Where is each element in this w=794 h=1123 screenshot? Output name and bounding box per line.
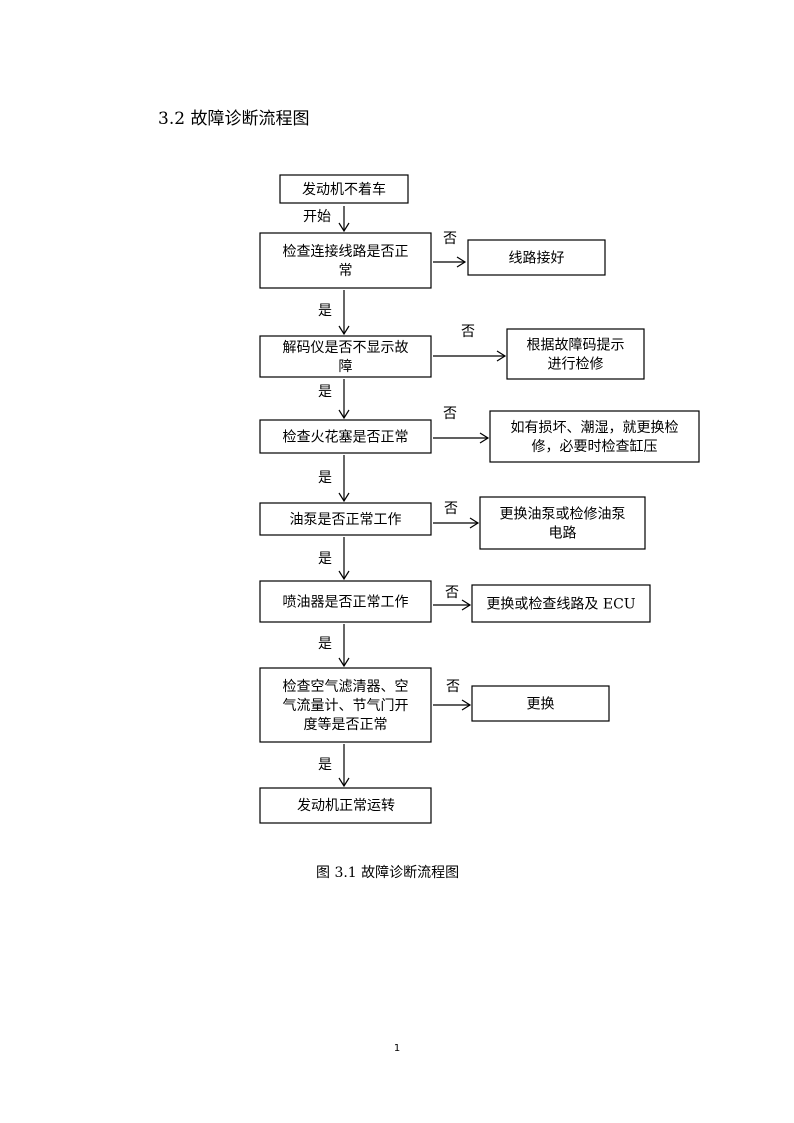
fix-box-2-line-2: 进行检修 [548,357,604,373]
yes-label-5: 是 [318,636,332,652]
check-box-5 [259,580,432,623]
no-label-5: 否 [445,585,459,601]
fix-box-6 [471,685,610,722]
fix-box-4-line-2: 电路 [549,526,577,542]
check-box-5-line-1: 喷油器是否正常工作 [283,595,409,611]
yes-arrow-head-3 [338,492,350,503]
check-box-4 [259,502,432,536]
end-box-text: 发动机正常运转 [297,798,395,814]
yes-arrow-head-5 [338,657,350,668]
check-box-1-line-1: 检查连接线路是否正 [283,243,409,260]
no-label-3: 否 [443,406,457,422]
fix-box-3-line-2: 修，必要时检查缸压 [532,438,658,455]
start-arrow-head [338,222,350,233]
no-arrow-head-2 [496,350,507,362]
figure-caption: 图 3.1 故障诊断流程图 [316,865,460,881]
yes-arrow-head-4 [338,570,350,581]
check-box-6 [259,667,432,743]
check-box-6-line-1: 检查空气滤清器、空 [283,679,409,695]
fix-box-3-line-1: 如有损坏、潮湿，就更换检 [511,419,679,436]
check-box-6-line-2: 气流量计、节气门开 [283,698,409,714]
fix-box-5-line-1: 更换或检查线路及 ECU [486,596,635,613]
start-label: 开始 [303,209,331,225]
steps-layer: 检查连接线路是否正常线路接好否是解码仪是否不显示故障根据故障码提示进行检修否是检… [259,231,700,788]
check-box-2 [259,335,432,378]
fix-box-2-line-1: 根据故障码提示 [527,338,625,354]
yes-label-2: 是 [318,384,332,400]
no-arrow-head-3 [479,432,490,444]
check-box-2-line-1: 解码仪是否不显示故 [283,340,409,356]
check-box-3 [259,419,432,454]
yes-label-4: 是 [318,551,332,567]
no-arrow-head-1 [456,256,467,268]
yes-label-1: 是 [318,303,332,319]
fix-box-2 [506,328,645,380]
no-label-1: 否 [443,231,457,247]
check-box-4-line-1: 油泵是否正常工作 [290,512,402,528]
check-box-6-line-3: 度等是否正常 [304,716,388,733]
check-box-1 [259,232,432,289]
page-number: 1 [393,1043,401,1054]
check-box-3-line-1: 检查火花塞是否正常 [283,429,409,446]
yes-arrow-head-2 [338,409,350,420]
check-box-2-line-2: 障 [339,359,353,375]
section-heading: 3.2 故障诊断流程图 [158,109,310,129]
fix-box-5 [471,584,651,623]
check-box-1-line-2: 常 [339,263,353,279]
fix-box-4-line-1: 更换油泵或检修油泵 [500,506,626,523]
fix-box-4 [479,496,646,550]
yes-label-6: 是 [318,757,332,773]
fix-box-1 [467,239,606,276]
no-label-4: 否 [444,501,458,517]
no-label-2: 否 [461,324,475,340]
no-arrow-head-4 [469,517,480,529]
no-label-6: 否 [446,679,460,695]
yes-arrow-head-6 [338,777,350,788]
no-arrow-head-5 [461,599,472,611]
no-arrow-head-6 [461,699,472,711]
yes-arrow-head-1 [338,325,350,336]
fix-box-6-line-1: 更换 [527,696,555,713]
yes-label-3: 是 [318,470,332,486]
start-box-text: 发动机不着车 [302,181,386,198]
fix-box-3 [489,410,700,463]
start-box [279,174,409,204]
fix-box-1-line-1: 线路接好 [509,250,565,267]
end-box [259,787,432,824]
